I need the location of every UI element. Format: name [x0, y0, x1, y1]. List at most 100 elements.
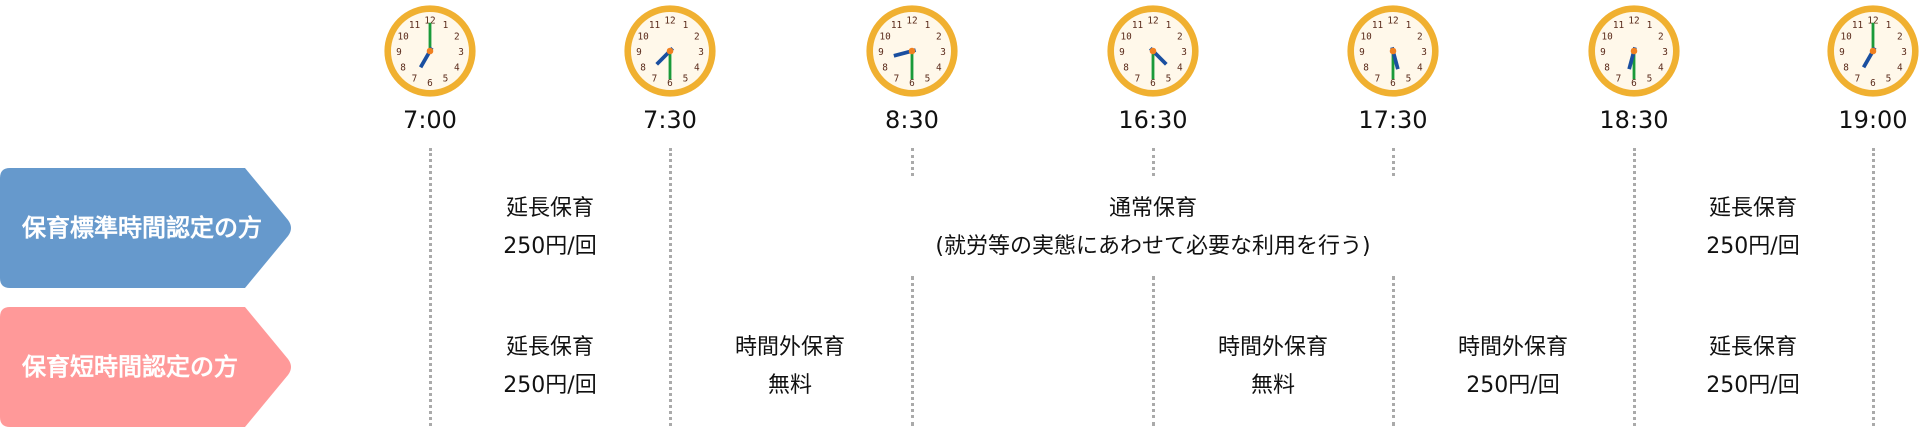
svg-text:6: 6	[1870, 78, 1876, 89]
svg-text:6: 6	[1631, 78, 1637, 89]
divider	[429, 148, 432, 426]
svg-text:7: 7	[412, 74, 418, 85]
divider	[911, 276, 914, 426]
svg-text:3: 3	[1662, 47, 1668, 58]
svg-text:4: 4	[1897, 62, 1903, 73]
cell-overtime-care: 時間外保育無料	[670, 329, 910, 405]
svg-text:11: 11	[649, 20, 661, 31]
svg-text:9: 9	[1600, 47, 1606, 58]
time-label: 7:00	[403, 106, 457, 134]
cell-price: 250円/回	[503, 234, 597, 259]
time-label: 18:30	[1599, 106, 1669, 134]
svg-text:4: 4	[454, 62, 460, 73]
cell-price: 250円/回	[1466, 373, 1560, 398]
cell-price: 無料	[767, 373, 812, 398]
svg-text:10: 10	[1360, 31, 1372, 42]
divider	[1392, 276, 1395, 426]
svg-text:2: 2	[1417, 31, 1423, 42]
svg-text:7: 7	[1135, 74, 1141, 85]
svg-text:1: 1	[1406, 20, 1412, 31]
svg-text:4: 4	[936, 62, 942, 73]
svg-text:5: 5	[443, 74, 449, 85]
cell-overtime-care: 時間外保育無料	[1153, 329, 1393, 405]
svg-text:6: 6	[909, 78, 915, 89]
svg-text:11: 11	[1132, 20, 1144, 31]
svg-text:9: 9	[1119, 47, 1125, 58]
time-label: 19:00	[1838, 106, 1908, 134]
svg-text:9: 9	[1839, 47, 1845, 58]
cell-title: 時間外保育	[1457, 335, 1568, 360]
cell-title: 延長保育	[505, 196, 594, 221]
time-label: 7:30	[643, 106, 697, 134]
svg-text:11: 11	[1613, 20, 1625, 31]
svg-text:5: 5	[925, 74, 931, 85]
svg-text:2: 2	[1658, 31, 1664, 42]
svg-text:12: 12	[1628, 16, 1639, 27]
svg-text:10: 10	[397, 31, 409, 42]
svg-text:2: 2	[1177, 31, 1183, 42]
svg-text:12: 12	[906, 16, 917, 27]
svg-text:9: 9	[636, 47, 642, 58]
svg-text:7: 7	[1616, 74, 1622, 85]
svg-text:8: 8	[1604, 62, 1610, 73]
svg-text:10: 10	[1120, 31, 1132, 42]
divider	[1152, 276, 1155, 426]
svg-text:2: 2	[1897, 31, 1903, 42]
time-label: 17:30	[1358, 106, 1428, 134]
cell-note: (就労等の実態にあわせて必要な利用を行う)	[935, 234, 1371, 259]
svg-text:2: 2	[694, 31, 700, 42]
svg-text:8: 8	[640, 62, 646, 73]
svg-text:6: 6	[1390, 78, 1396, 89]
svg-text:8: 8	[1363, 62, 1369, 73]
cell-extended-care: 延長保育 250円/回	[430, 190, 670, 266]
svg-text:4: 4	[1177, 62, 1183, 73]
divider	[669, 148, 672, 426]
svg-text:11: 11	[409, 20, 421, 31]
svg-text:1: 1	[1886, 20, 1892, 31]
svg-text:10: 10	[879, 31, 891, 42]
cell-title: 延長保育	[1708, 335, 1797, 360]
svg-text:8: 8	[400, 62, 406, 73]
svg-text:8: 8	[1123, 62, 1129, 73]
cell-title: 延長保育	[505, 335, 594, 360]
svg-text:3: 3	[458, 47, 464, 58]
svg-text:3: 3	[698, 47, 704, 58]
short-time-banner: 保育短時間認定の方	[0, 307, 360, 427]
svg-text:1: 1	[443, 20, 449, 31]
svg-text:4: 4	[1417, 62, 1423, 73]
svg-text:12: 12	[664, 16, 675, 27]
svg-text:8: 8	[1843, 62, 1849, 73]
svg-text:2: 2	[936, 31, 942, 42]
divider	[1633, 148, 1636, 426]
svg-text:4: 4	[1658, 62, 1664, 73]
standard-time-banner: 保育標準時間認定の方	[0, 168, 360, 288]
svg-text:9: 9	[878, 47, 884, 58]
cell-title: 延長保育	[1708, 196, 1797, 221]
svg-text:8: 8	[882, 62, 888, 73]
svg-text:10: 10	[1840, 31, 1852, 42]
svg-text:12: 12	[1867, 16, 1878, 27]
svg-text:2: 2	[454, 31, 460, 42]
banner-shape	[0, 307, 291, 427]
svg-text:7: 7	[652, 74, 658, 85]
svg-text:12: 12	[424, 16, 435, 27]
svg-text:10: 10	[637, 31, 649, 42]
cell-title: 時間外保育	[734, 335, 845, 360]
svg-text:7: 7	[1855, 74, 1861, 85]
divider	[1152, 148, 1155, 176]
svg-text:11: 11	[1372, 20, 1384, 31]
cell-title: 時間外保育	[1217, 335, 1328, 360]
svg-text:12: 12	[1387, 16, 1398, 27]
banner-label: 保育短時間認定の方	[22, 353, 238, 381]
svg-text:3: 3	[1181, 47, 1187, 58]
svg-text:11: 11	[1852, 20, 1864, 31]
